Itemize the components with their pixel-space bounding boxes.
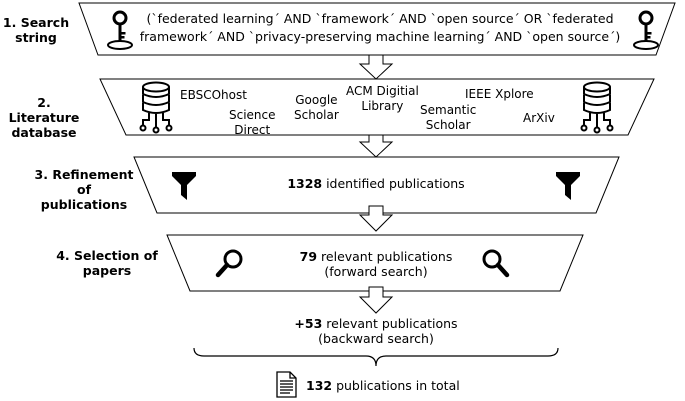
magnifier-icon	[482, 249, 510, 278]
total-publications-text: 132 publications in total	[306, 378, 460, 393]
step-label-line: 4. Selection of	[56, 248, 158, 263]
search-string-line: (`federated learning´ AND `framework´ AN…	[146, 11, 614, 26]
total-text: publications in total	[332, 378, 460, 393]
database-network-icon	[580, 81, 614, 134]
literature-database-box	[99, 78, 655, 136]
selection-count: 79	[299, 249, 318, 264]
magnifier-icon	[215, 249, 243, 278]
funnel-icon	[172, 172, 196, 200]
step-label-line: database	[11, 125, 77, 140]
database-label-line: Scholar	[294, 108, 339, 122]
selection-box	[166, 234, 584, 292]
selection-note: (forward search)	[324, 264, 428, 279]
funnel-icon	[556, 172, 580, 200]
arrow-2	[358, 134, 394, 158]
search-string-box	[78, 2, 676, 56]
key-icon	[107, 10, 133, 50]
search-string: (`federated learning´ AND `framework´ AN…	[130, 10, 630, 46]
document-icon	[276, 371, 297, 398]
refinement-count-text: 1328 identified publications	[276, 176, 476, 191]
database-semantic-scholar: Semantic Scholar	[420, 103, 476, 133]
database-label-line: ArXiv	[523, 111, 555, 125]
backward-count-text: +53 relevant publications (backward sear…	[276, 316, 476, 346]
database-network-icon	[139, 81, 173, 134]
arrow-1	[358, 54, 394, 80]
database-label-line: Google	[295, 93, 338, 107]
step-label-line: string	[15, 30, 57, 45]
step-label-line: of	[76, 182, 92, 197]
backward-count: +53	[294, 316, 323, 331]
database-label-line: Direct	[234, 123, 271, 137]
refinement-count: 1328	[287, 176, 323, 191]
database-acm-digital-library: ACM Digitial Library	[346, 84, 419, 114]
database-label-line: Scholar	[425, 118, 471, 132]
refinement-text: identified publications	[322, 176, 465, 191]
database-google-scholar: Google Scholar	[294, 93, 339, 123]
total-count: 132	[306, 378, 333, 393]
step-1-label: 1. Search string	[0, 15, 72, 45]
database-label-line: Science	[229, 108, 276, 122]
database-arxiv: ArXiv	[523, 111, 555, 126]
step-label-line: 1. Search	[2, 15, 70, 30]
key-icon	[633, 10, 659, 50]
arrow-4	[358, 286, 394, 314]
database-label-line: Library	[361, 99, 404, 113]
step-4-label: 4. Selection of papers	[48, 248, 166, 278]
database-label-line: ACM Digitial	[346, 84, 419, 98]
database-label-line: IEEE Xplore	[465, 87, 534, 101]
backward-text: relevant publications	[322, 316, 458, 331]
summary-brace	[193, 347, 559, 367]
database-science-direct: Science Direct	[229, 108, 276, 138]
arrow-3	[358, 205, 394, 232]
search-string-line: framework´ AND `privacy-preserving machi…	[139, 29, 621, 44]
step-label-line: 3. Refinement	[34, 167, 134, 182]
step-label-line: papers	[82, 263, 132, 278]
selection-text: relevant publications	[317, 249, 453, 264]
step-2-label: 2. Literature database	[0, 95, 88, 140]
step-3-label: 3. Refinement of publications	[30, 167, 138, 212]
database-ebscohost: EBSCOhost	[180, 88, 247, 103]
step-label-line: publications	[40, 197, 128, 212]
database-ieee-xplore: IEEE Xplore	[465, 87, 534, 102]
step-label-line: 2. Literature	[8, 95, 80, 125]
selection-count-text: 79 relevant publications (forward search…	[276, 249, 476, 279]
database-label-line: Semantic	[420, 103, 477, 117]
backward-note: (backward search)	[318, 331, 434, 346]
refinement-box	[133, 156, 620, 214]
database-label-line: EBSCOhost	[180, 88, 247, 102]
